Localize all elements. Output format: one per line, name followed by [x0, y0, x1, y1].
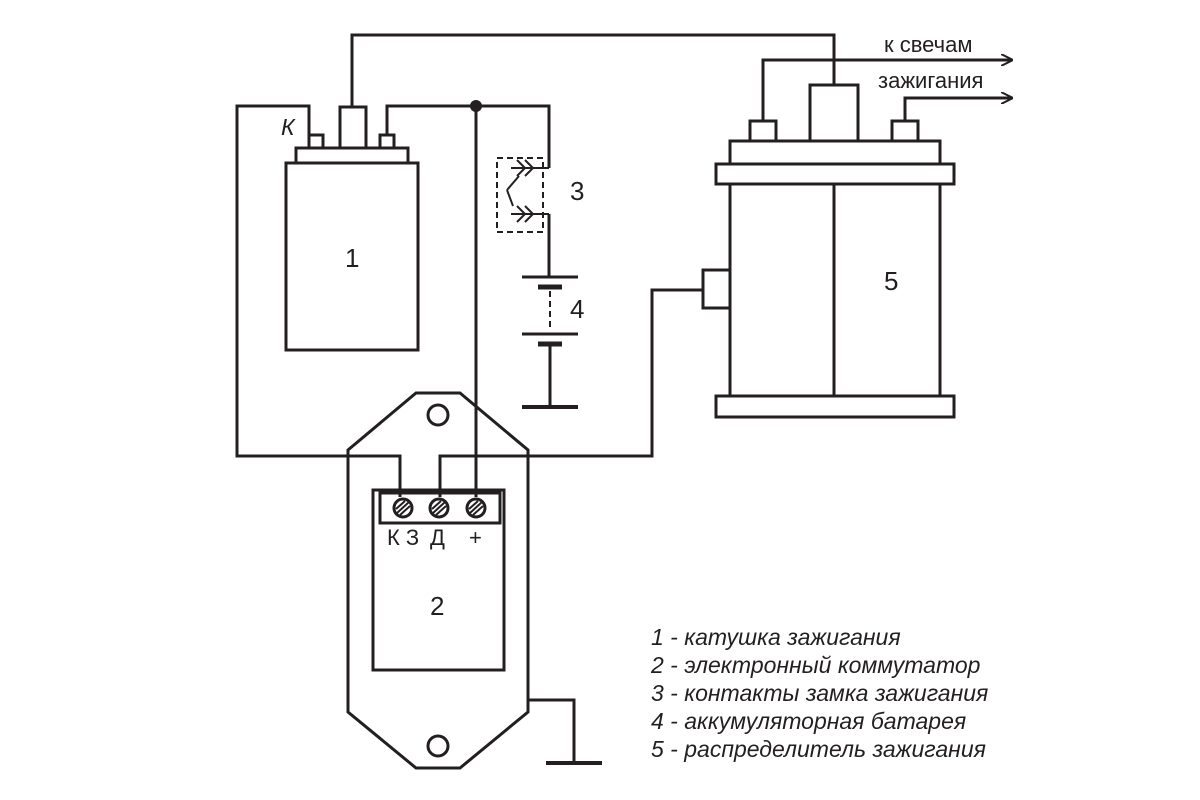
- wires: к свечам зажигания: [235, 32, 1012, 765]
- spark-plugs-label-2: зажигания: [878, 68, 983, 93]
- distributor-top-flange: [714, 162, 956, 186]
- distributor-bottom-flange: [714, 394, 956, 419]
- ignition-switch: 3: [496, 157, 584, 233]
- distributor-cap: [728, 139, 942, 166]
- commutator-mount-hole-bottom: [426, 734, 450, 758]
- wire-to-spark-plugs-2: [903, 98, 1012, 121]
- spark-plugs-label-1: к свечам: [884, 32, 973, 57]
- switch-dashed-frame: [496, 157, 544, 233]
- wire-sensor-d: [438, 288, 703, 497]
- distributor-terminal-right: [890, 119, 920, 143]
- coil-number: 1: [345, 243, 359, 273]
- terminal-screw-plus: [465, 497, 487, 519]
- ignition-distributor: 5: [701, 83, 956, 419]
- coil-terminal-plus: [378, 133, 396, 150]
- coil-terminal-k: [307, 133, 325, 150]
- wire-coil-k-to-kz: [235, 104, 402, 497]
- battery-number: 4: [570, 294, 584, 324]
- coil-cap: [294, 146, 410, 165]
- ignition-coil: К 1: [281, 105, 420, 352]
- distributor-terminal-left: [748, 119, 778, 143]
- switch-contact-upper: [511, 159, 549, 177]
- distributor-number: 5: [884, 266, 898, 296]
- wire-commutator-ground: [528, 698, 576, 763]
- distributor-terminal-center: [808, 83, 860, 143]
- switch-contact-lower: [511, 205, 549, 223]
- wire-to-spark-plugs-1: [761, 60, 1012, 121]
- electronic-commutator: К З Д + 2: [346, 391, 530, 770]
- legend-item: 3 - контакты замка зажигания: [651, 680, 988, 706]
- legend-item: 1 - катушка зажигания: [651, 624, 901, 650]
- coil-terminal-center: [338, 105, 368, 150]
- legend-item: 4 - аккумуляторная батарея: [651, 708, 966, 734]
- terminal-label-kz: К З: [387, 525, 419, 550]
- junction-dot: [470, 100, 482, 112]
- legend: 1 - катушка зажигания 2 - электронный ко…: [650, 624, 988, 762]
- terminal-label-plus: +: [469, 525, 482, 550]
- commutator-mount-hole-top: [426, 403, 450, 427]
- legend-item: 5 - распределитель зажигания: [651, 736, 986, 762]
- wire-coil-plus-to-switch: [385, 104, 551, 168]
- distributor-sensor-connector: [701, 268, 732, 310]
- switch-number: 3: [570, 176, 584, 206]
- switch-lever-arm: [506, 175, 520, 191]
- commutator-housing: [346, 391, 530, 770]
- terminal-screw-d: [428, 497, 450, 519]
- terminal-label-d: Д: [430, 525, 445, 550]
- commutator-number: 2: [430, 591, 444, 621]
- switch-lever: [506, 189, 514, 207]
- coil-k-label: К: [281, 114, 296, 140]
- legend-item: 2 - электронный коммутатор: [650, 652, 981, 678]
- battery: 4: [522, 275, 584, 347]
- terminal-screw-kz: [392, 497, 414, 519]
